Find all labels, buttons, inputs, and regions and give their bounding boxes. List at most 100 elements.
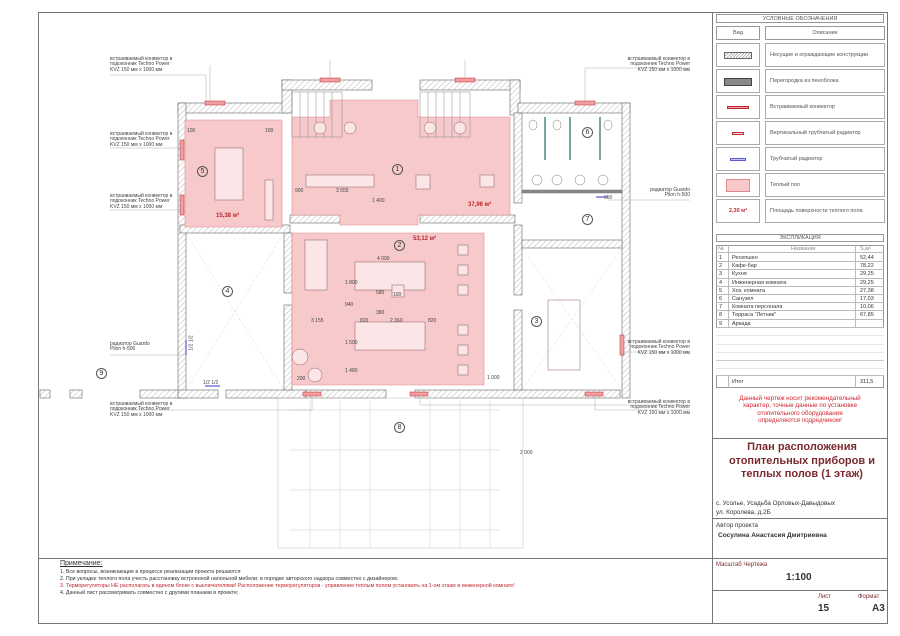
leader-lines: [110, 60, 690, 411]
dimension: 940: [345, 302, 354, 308]
row-no: 3: [719, 271, 723, 278]
dimension: 100: [265, 128, 274, 134]
legend-desc: Трубчатый радиатор: [765, 147, 885, 171]
explication-table: [716, 245, 884, 388]
explication-empty-rows: [716, 328, 884, 376]
dimension: 4 000: [377, 256, 390, 262]
row-no: 8: [719, 312, 723, 319]
row-area: 67,85: [860, 312, 874, 319]
author-label: Автор проекта: [716, 522, 759, 529]
exterior-walls: [39, 79, 631, 399]
row-area: 29,25: [860, 279, 874, 286]
row-area: 17,03: [860, 296, 874, 302]
row-name: Кухня: [732, 271, 747, 278]
divider: [712, 558, 888, 559]
row-name: Аркада: [732, 320, 751, 327]
room-number-8: 8: [394, 422, 405, 433]
floor-plan: [39, 60, 690, 549]
address-line-2: ул. Королева, д.2Б: [716, 509, 771, 516]
room-number-9: 9: [96, 368, 107, 379]
address-line-1: с. Усолье, Усадьба Орловых-Давыдовых: [716, 500, 836, 507]
disclaimer: Данный чертеж носит рекомендательный хар…: [739, 395, 861, 424]
room-diagonals: [185, 232, 623, 391]
room-number-6: 6: [582, 127, 593, 138]
row-no: 1: [719, 255, 723, 261]
scale-label: Масштаб Чертежа: [716, 562, 768, 568]
dimension: 1 000: [487, 375, 500, 381]
total-label: Итог: [732, 379, 744, 385]
area-room-1: 37,96 м²: [468, 202, 492, 208]
legend-title: УСЛОВНЫЕ ОБОЗНАЧЕНИЯ: [716, 14, 884, 23]
convector: [204, 100, 226, 106]
heated-floor-icon: [716, 173, 760, 197]
format-label: Формат: [858, 594, 880, 600]
area-room-5: 15,38 м²: [216, 213, 240, 219]
dimension: 1/2 1/2: [203, 380, 219, 386]
room-number-3: 3: [531, 316, 542, 327]
dimension: 580: [376, 290, 385, 296]
col-divider: [728, 245, 729, 388]
dimension: 820: [360, 318, 369, 324]
author-name: Сосулина Анастасия Дмитриевна: [718, 532, 827, 539]
stairs: [291, 91, 471, 138]
dimension: 650: [604, 195, 613, 201]
convector: [584, 391, 604, 397]
dimension: 200: [297, 376, 306, 382]
total-value: 311,5: [860, 379, 874, 385]
row-area: 29,25: [860, 271, 874, 278]
dimension: 380: [376, 310, 385, 316]
area-room-2: 53,12 м²: [413, 236, 437, 242]
legend-desc: Перегородка из пеноблока: [765, 69, 885, 93]
convector: [319, 77, 341, 83]
explication-row: 3 Кухня 29,25: [716, 270, 884, 279]
convector: [302, 391, 322, 397]
room-number-7: 7: [582, 214, 593, 225]
heated-floor-room-2: [291, 232, 485, 386]
divider: [712, 590, 888, 591]
legend-desc: Площадь поверхности теплого пола: [765, 199, 885, 223]
legend-desc: Несущие и ограждающие конструкции: [765, 43, 885, 67]
col-divider: [855, 245, 856, 388]
divider: [712, 518, 888, 519]
area-sample: 2,30 м²: [716, 199, 760, 223]
row-area: 10,06: [860, 304, 874, 311]
row-name: Санузел: [732, 296, 754, 302]
dimension: 1/2 1/2: [188, 335, 195, 351]
format-value: А3: [872, 603, 885, 614]
row-no: 5: [719, 287, 723, 294]
dimension: 1 480: [345, 368, 358, 374]
row-name: Кафе-бар: [732, 263, 757, 270]
foam-block-partition-icon: [716, 69, 760, 93]
built-in-convector-icon: [716, 95, 760, 119]
col-name: Название: [791, 246, 816, 252]
sheet-number: 15: [818, 603, 830, 614]
room-number-4: 4: [222, 286, 233, 297]
convector: [619, 334, 625, 356]
dimension: 3 155: [311, 318, 324, 324]
col-area: S,м²: [860, 246, 871, 252]
dimension: 900: [295, 188, 304, 194]
tube-radiators: [185, 196, 608, 387]
row-name: Ресепшен: [732, 255, 758, 261]
radiator-note: радиатор Guardo Pilon h-500: [650, 187, 690, 199]
convectors: [179, 77, 625, 397]
convector-note: встраиваемый конвектор в подоконник Tech…: [110, 56, 173, 73]
notes-divider: [38, 558, 712, 559]
hatched-wall-icon: [716, 43, 760, 67]
wc-partitions: [544, 117, 601, 160]
side-panel-divider: [712, 12, 713, 624]
dimension: 820: [428, 318, 437, 324]
convector-note: встраиваемый конвектор в подоконник Tech…: [627, 399, 690, 416]
row-name: Инженерная комната: [732, 279, 787, 286]
wc-fixtures: [521, 119, 623, 194]
note-item: 3. Терморегуляторы НЕ располагать в един…: [60, 583, 515, 589]
dimension: 3 555: [336, 188, 349, 194]
dimension: 100: [393, 292, 402, 298]
explication-title: ЭКСПЛИКАЦИЯ: [716, 234, 884, 242]
room-number-2: 2: [394, 240, 405, 251]
